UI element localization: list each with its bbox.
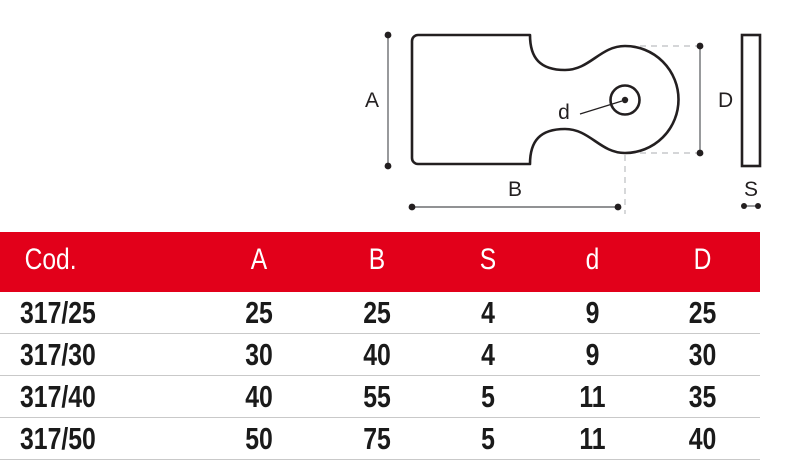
- table-row: 317/50 50 75 5 11 40: [0, 417, 760, 460]
- part-outline: [410, 33, 680, 166]
- column-header-d-large: D: [693, 243, 712, 276]
- column-header-cod: Cod.: [24, 243, 77, 276]
- dimension-s: [741, 203, 761, 209]
- dimension-label-a: A: [365, 89, 379, 112]
- table-row: 317/40 40 55 5 11 35: [0, 375, 760, 418]
- table-header: Cod. A B S d D: [0, 232, 760, 292]
- d-leader-line: [579, 100, 623, 115]
- cell-b: 55: [329, 375, 425, 418]
- cell-cod: 317/30: [0, 333, 160, 376]
- dimension-label-d-large: D: [718, 89, 733, 112]
- cell-d-large: 25: [656, 292, 749, 334]
- dimension-d-large: [696, 42, 704, 157]
- construction-lines: [624, 45, 706, 214]
- cell-b: 40: [329, 333, 425, 376]
- cell-d: 11: [550, 417, 635, 460]
- cell-d: 9: [550, 333, 635, 376]
- table-row: 317/25 25 25 4 9 25: [0, 292, 760, 334]
- cell-b: 75: [329, 417, 425, 460]
- cell-a: 25: [211, 292, 307, 334]
- cell-b: 25: [329, 292, 425, 334]
- cell-d-large: 30: [656, 333, 749, 376]
- cell-s: 5: [446, 417, 530, 460]
- column-header-s: S: [479, 243, 497, 276]
- cell-a: 50: [211, 417, 307, 460]
- column-header-a: A: [250, 243, 268, 276]
- cell-cod: 317/50: [0, 417, 160, 460]
- cell-s: 4: [446, 292, 530, 334]
- cell-s: 4: [446, 333, 530, 376]
- dimension-a: [384, 31, 392, 170]
- dimension-label-s: S: [744, 178, 758, 201]
- cell-cod: 317/25: [0, 292, 160, 334]
- dimension-label-b: B: [508, 178, 522, 201]
- column-header-b: B: [368, 243, 386, 276]
- cell-d: 11: [550, 375, 635, 418]
- table-row: 317/30 30 40 4 9 30: [0, 333, 760, 376]
- technical-drawing: d A B D S: [365, 31, 762, 214]
- side-view-profile: [740, 33, 762, 168]
- specification-table: Cod. A B S d D 317/25 25 25 4 9 25: [0, 232, 800, 460]
- table-header-row: Cod. A B S d D: [0, 232, 760, 292]
- cell-d-large: 40: [656, 417, 749, 460]
- cell-d-large: 35: [656, 375, 749, 418]
- column-header-d: d: [585, 243, 600, 276]
- centre-hole: [609, 84, 641, 116]
- cell-s: 5: [446, 375, 530, 418]
- dimension-label-d: d: [558, 101, 570, 124]
- cell-cod: 317/40: [0, 375, 160, 418]
- dimension-b: [408, 203, 622, 211]
- cell-a: 40: [211, 375, 307, 418]
- cell-d: 9: [550, 292, 635, 334]
- table-body: 317/25 25 25 4 9 25 317/30 30 40 4 9 30 …: [0, 292, 760, 460]
- cell-a: 30: [211, 333, 307, 376]
